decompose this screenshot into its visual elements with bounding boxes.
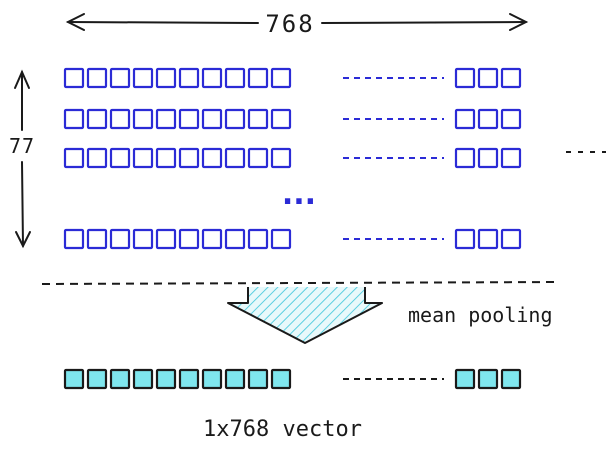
cell (270, 228, 292, 250)
cell (132, 108, 154, 130)
cell (454, 228, 476, 250)
cell (178, 67, 200, 89)
matrix-row (63, 67, 522, 89)
cell (477, 228, 499, 250)
cell (454, 368, 476, 390)
separator-line (41, 281, 559, 285)
cell (500, 147, 522, 169)
token-embedding-matrix (63, 67, 522, 250)
cell (270, 147, 292, 169)
cell (224, 147, 246, 169)
cell (454, 147, 476, 169)
cell (63, 67, 85, 89)
cell (132, 368, 154, 390)
cell (247, 368, 269, 390)
cell (224, 108, 246, 130)
cell (270, 368, 292, 390)
cell (109, 228, 131, 250)
operation-label: mean pooling (408, 303, 553, 327)
cell (109, 368, 131, 390)
cell (109, 108, 131, 130)
cell (132, 67, 154, 89)
cell (109, 67, 131, 89)
width-dimension-arrow (65, 13, 529, 31)
cell (454, 108, 476, 130)
output-label: 1x768 vector (203, 417, 362, 442)
cell (477, 67, 499, 89)
height-dimension-arrow (14, 69, 31, 249)
cell (155, 108, 177, 130)
cell (86, 228, 108, 250)
cell (178, 108, 200, 130)
cell (63, 108, 85, 130)
cell (224, 228, 246, 250)
cell (247, 147, 269, 169)
cell (86, 368, 108, 390)
cell (201, 108, 223, 130)
cell (201, 67, 223, 89)
height-label: 77 (9, 134, 35, 158)
cell (132, 147, 154, 169)
cell (500, 368, 522, 390)
cell (477, 368, 499, 390)
cell (178, 147, 200, 169)
cell (86, 147, 108, 169)
cell (86, 108, 108, 130)
width-label: 768 (265, 10, 314, 38)
cell (63, 147, 85, 169)
cell (500, 67, 522, 89)
matrix-row (63, 108, 522, 130)
cell (477, 108, 499, 130)
cell (270, 108, 292, 130)
matrix-row (63, 147, 522, 169)
cell (247, 67, 269, 89)
cell (201, 228, 223, 250)
cell (63, 368, 85, 390)
matrix-row (63, 228, 522, 250)
cell (155, 147, 177, 169)
pooling-arrow (227, 287, 383, 344)
cell (155, 67, 177, 89)
cell (155, 368, 177, 390)
row-ellipsis: ... (282, 177, 316, 212)
cell (477, 147, 499, 169)
cell (201, 368, 223, 390)
cell (178, 368, 200, 390)
cell (247, 228, 269, 250)
cell (500, 228, 522, 250)
cell (224, 67, 246, 89)
cell (155, 228, 177, 250)
output-vector (63, 368, 522, 390)
cell (500, 108, 522, 130)
cell (63, 228, 85, 250)
cell (201, 147, 223, 169)
cell (178, 228, 200, 250)
cell (270, 67, 292, 89)
cell (109, 147, 131, 169)
cell (454, 67, 476, 89)
vector-row (63, 368, 522, 390)
cell (247, 108, 269, 130)
cell (224, 368, 246, 390)
cell (86, 67, 108, 89)
cell (132, 228, 154, 250)
